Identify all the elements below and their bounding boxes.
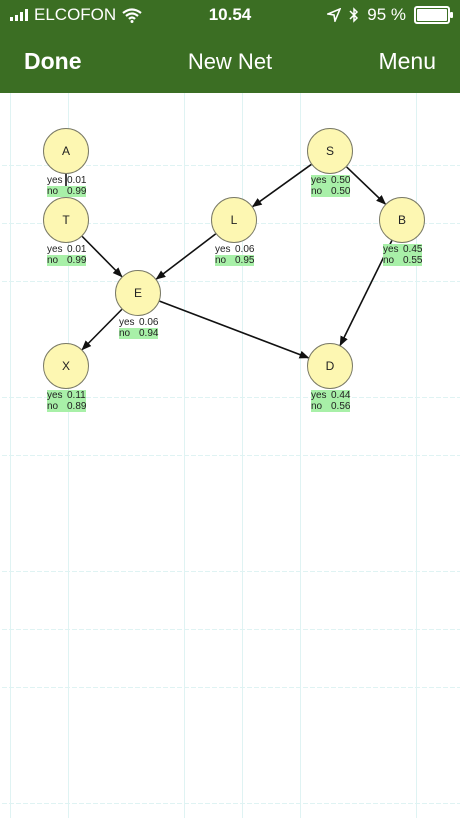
probability-value: 0.06: [235, 244, 255, 255]
status-right: 95 %: [327, 5, 453, 25]
node-l[interactable]: L: [211, 197, 257, 243]
node-t[interactable]: T: [43, 197, 89, 243]
probability-table-t: yes 0.01 no 0.99: [47, 244, 87, 266]
probability-value: 0.89: [67, 401, 87, 412]
probability-value: 0.06: [139, 317, 159, 328]
probability-row-yes: yes 0.01: [47, 175, 86, 186]
state-label: no: [311, 401, 323, 412]
signal-bars-icon: [10, 9, 28, 21]
probability-row-no: no 0.50: [311, 186, 351, 197]
probability-row-yes: yes 0.06: [119, 317, 158, 328]
probability-row-yes: yes 0.45: [383, 244, 423, 255]
node-a[interactable]: A: [43, 128, 89, 174]
wifi-icon: [122, 7, 142, 23]
state-label: no: [119, 328, 131, 339]
node-b[interactable]: B: [379, 197, 425, 243]
probability-row-no: no 0.95: [215, 255, 255, 266]
probability-table-e: yes 0.06 no 0.94: [119, 317, 159, 339]
state-label: yes: [383, 244, 399, 255]
probability-value: 0.50: [331, 186, 351, 197]
edge-l-e[interactable]: [155, 233, 217, 280]
probability-value: 0.44: [331, 390, 351, 401]
carrier-name: ELCOFON: [34, 5, 117, 24]
edge-e-x[interactable]: [81, 308, 123, 351]
state-label: no: [383, 255, 395, 266]
state-label: yes: [47, 244, 63, 255]
probability-value: 0.99: [67, 186, 87, 197]
probability-value: 0.95: [235, 255, 255, 266]
probability-row-no: no 0.99: [47, 255, 87, 266]
state-label: yes: [47, 175, 63, 186]
probability-table-a: yes 0.01 no 0.99: [47, 175, 87, 197]
menu-button[interactable]: Menu: [378, 48, 436, 74]
done-button[interactable]: Done: [24, 48, 82, 74]
edge-t-e[interactable]: [81, 235, 123, 278]
node-label: T: [62, 213, 70, 227]
probability-table-l: yes 0.06 no 0.95: [215, 244, 255, 266]
app-header: ELCOFON 10.54 95 % Done New Net Menu: [0, 0, 460, 93]
edge-e-d[interactable]: [159, 300, 310, 359]
probability-value: 0.11: [67, 390, 86, 401]
probability-value: 0.55: [403, 255, 423, 266]
state-label: yes: [215, 244, 231, 255]
node-label: A: [61, 144, 70, 158]
probability-value: 0.01: [67, 244, 87, 255]
probability-row-no: no 0.94: [119, 328, 159, 339]
status-left: ELCOFON: [10, 5, 142, 25]
probability-row-no: no 0.99: [47, 186, 87, 197]
battery-icon: [414, 6, 453, 24]
location-arrow-icon: [327, 8, 342, 22]
state-label: yes: [311, 390, 327, 401]
node-x[interactable]: X: [43, 343, 89, 389]
node-s[interactable]: S: [307, 128, 353, 174]
battery-percent: 95 %: [367, 5, 406, 24]
probability-value: 0.56: [331, 401, 351, 412]
probability-table-s: yes 0.50 no 0.50: [311, 175, 351, 197]
probability-row-yes: yes 0.01: [47, 244, 86, 255]
edge-s-l[interactable]: [251, 163, 312, 208]
probability-value: 0.99: [67, 255, 87, 266]
state-label: no: [215, 255, 227, 266]
probability-table-x: yes 0.11 no 0.89: [47, 390, 87, 412]
state-label: yes: [311, 175, 327, 186]
probability-value: 0.94: [139, 328, 159, 339]
state-label: no: [47, 186, 59, 197]
state-label: no: [311, 186, 323, 197]
edge-layer: [62, 163, 393, 359]
probability-row-no: no 0.56: [311, 401, 351, 412]
node-label: D: [325, 359, 335, 373]
status-bar: ELCOFON 10.54 95 %: [0, 0, 460, 30]
node-d[interactable]: D: [307, 343, 353, 389]
node-label: L: [230, 213, 238, 227]
bluetooth-icon: [349, 7, 359, 23]
probability-row-yes: yes 0.11: [47, 390, 87, 401]
probability-row-yes: yes 0.44: [311, 390, 351, 401]
status-time: 10.54: [208, 5, 252, 24]
node-label: E: [133, 286, 142, 300]
probability-table-d: yes 0.44 no 0.56: [311, 390, 351, 412]
node-label: S: [325, 144, 334, 158]
probability-row-no: no 0.89: [47, 401, 87, 412]
navigation-bar: Done New Net Menu: [0, 40, 460, 84]
probability-value: 0.45: [403, 244, 423, 255]
probability-row-yes: yes 0.06: [215, 244, 254, 255]
probability-value: 0.01: [67, 175, 87, 186]
node-label: B: [397, 213, 406, 227]
state-label: no: [47, 401, 59, 412]
probability-value: 0.50: [331, 175, 351, 186]
probability-row-yes: yes 0.50: [311, 175, 351, 186]
edge-s-b[interactable]: [346, 166, 387, 205]
node-label: X: [61, 359, 70, 373]
state-label: yes: [119, 317, 135, 328]
node-e[interactable]: E: [115, 270, 161, 316]
probability-row-no: no 0.55: [383, 255, 423, 266]
probability-table-b: yes 0.45 no 0.55: [383, 244, 423, 266]
page-title: New Net: [187, 49, 273, 74]
state-label: no: [47, 255, 59, 266]
state-label: yes: [47, 390, 63, 401]
